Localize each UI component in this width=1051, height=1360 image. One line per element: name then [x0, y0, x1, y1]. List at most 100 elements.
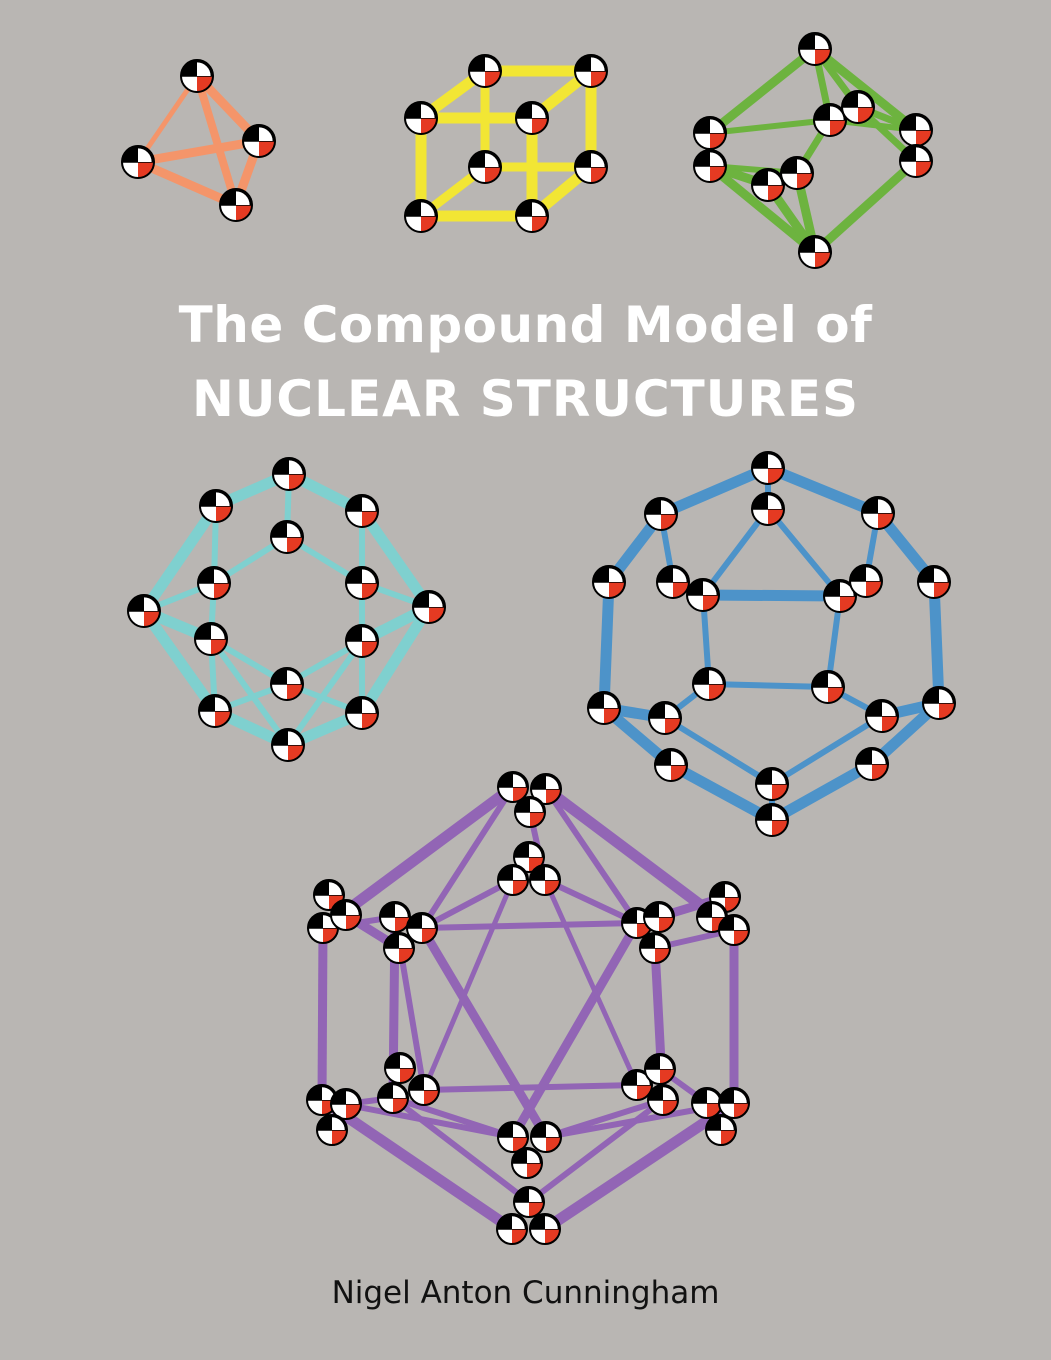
nucleon-icon [654, 748, 688, 782]
edge-line [766, 758, 878, 826]
nucleon-icon [515, 199, 549, 233]
nucleon-icon [587, 691, 621, 725]
edge-line [598, 576, 615, 714]
edge-line [133, 136, 264, 167]
edge-line [810, 44, 921, 135]
edge-line [390, 1095, 516, 1140]
nucleon-icon [621, 1069, 653, 1101]
edge-line [665, 759, 778, 826]
edge-line [705, 44, 820, 138]
nucleon-icon [404, 101, 438, 135]
nucleon-icon [693, 116, 727, 150]
edge-line [769, 713, 885, 787]
edge-line [543, 1097, 666, 1140]
nucleon-icon [530, 1121, 562, 1153]
nucleon-icon [384, 1052, 416, 1084]
nucleon-icon [718, 1087, 750, 1119]
edge-line [539, 1097, 740, 1235]
nucleon-icon [755, 803, 789, 837]
nucleon-icon [307, 912, 339, 944]
nucleon-icon [644, 497, 678, 531]
nucleon-icon [529, 864, 561, 896]
nucleon-icon [592, 565, 626, 599]
icosahedron-figure [306, 771, 750, 1245]
nucleon-icon [345, 696, 379, 730]
author-name: Nigel Anton Cunningham [331, 1275, 720, 1311]
nucleon-icon [696, 901, 728, 933]
edge-line [928, 576, 945, 709]
nucleon-icon [705, 1114, 737, 1146]
edge-line [316, 1094, 518, 1235]
nucleon-icon [180, 59, 214, 93]
nucleon-icon [780, 156, 814, 190]
nucleon-icon [755, 767, 789, 801]
edge-line [390, 1095, 532, 1205]
nucleon-icon [404, 199, 438, 233]
nucleon-icon [345, 566, 379, 600]
edge-line [700, 506, 771, 598]
nucleon-icon [643, 901, 675, 933]
nucleon-icon [270, 520, 304, 554]
edge-line [526, 1097, 666, 1205]
edge-line [508, 918, 642, 1142]
edge-line [419, 920, 640, 931]
nucleon-icon [377, 1082, 409, 1114]
edge-line [810, 156, 921, 257]
edge-line [697, 589, 846, 602]
nucleon-icon [406, 912, 438, 944]
edge-line [765, 506, 843, 599]
nucleon-icon [823, 579, 857, 613]
nucleon-icon [379, 901, 411, 933]
nucleon-icon [242, 124, 276, 158]
nucleon-icon [199, 489, 233, 523]
nucleon-icon [841, 90, 875, 124]
nucleon-icon [408, 1074, 440, 1106]
nucleon-icon [497, 1121, 529, 1153]
nucleon-icon [798, 235, 832, 269]
edge-line [542, 877, 640, 1088]
nucleon-icon [656, 565, 690, 599]
nucleon-icon [691, 1087, 723, 1119]
nucleon-icon [219, 188, 253, 222]
edge-line [193, 72, 240, 209]
nucleon-icon [383, 932, 415, 964]
rhombic-figure [127, 457, 446, 762]
nucleon-icon [751, 451, 785, 485]
edge-line [542, 877, 640, 926]
edge-line [762, 462, 884, 519]
nucleon-icon [316, 1114, 348, 1146]
edge-line [135, 73, 200, 165]
cube-figure [404, 54, 608, 233]
nucleon-icon [861, 496, 895, 530]
title-line-1: The Compound Model of [178, 296, 873, 354]
nucleon-icon [514, 796, 546, 828]
edge-line [356, 505, 435, 613]
dodecahedron-figure [587, 451, 956, 837]
nucleon-icon [198, 694, 232, 728]
nucleon-icon [813, 103, 847, 137]
nucleon-icon [468, 54, 502, 88]
edge-line [705, 161, 820, 257]
nucleon-icon [574, 54, 608, 88]
nucleon-icon [648, 701, 682, 735]
nucleon-icon [693, 149, 727, 183]
nucleon-icon [899, 144, 933, 178]
nucleon-icon [917, 565, 951, 599]
nucleon-icon [530, 773, 562, 805]
nucleon-icon [330, 899, 362, 931]
edge-line [285, 638, 365, 748]
edge-line [208, 636, 291, 748]
nucleon-icon [497, 864, 529, 896]
nucleon-icon [798, 32, 832, 66]
edge-line [138, 605, 221, 717]
nucleon-icon [865, 699, 899, 733]
nucleon-icon [718, 914, 750, 946]
nucleon-icon [121, 145, 155, 179]
nucleon-icon [855, 747, 889, 781]
edge-line [138, 500, 222, 617]
nucleon-icon [515, 101, 549, 135]
edge-line [706, 681, 831, 690]
nucleon-icon [513, 1186, 545, 1218]
octahedron-figure [693, 32, 933, 269]
nucleon-icon [644, 1053, 676, 1085]
